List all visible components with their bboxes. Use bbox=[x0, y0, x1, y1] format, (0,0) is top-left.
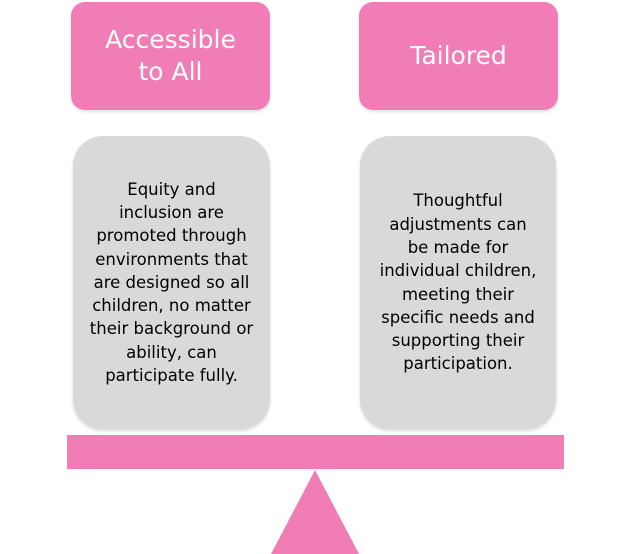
fulcrum-triangle bbox=[271, 470, 359, 554]
tailored-header: Tailored bbox=[359, 2, 558, 110]
accessible-to-all-description-box: Equity and inclusion are promoted throug… bbox=[73, 136, 270, 429]
tailored-description: Thoughtful adjustments can be made for i… bbox=[379, 191, 537, 374]
accessible-to-all-description: Equity and inclusion are promoted throug… bbox=[89, 179, 254, 386]
tailored-description-box: Thoughtful adjustments can be made for i… bbox=[360, 136, 556, 429]
tailored-title: Tailored bbox=[410, 41, 507, 70]
balance-beam bbox=[67, 435, 564, 469]
accessible-to-all-header: Accessible to All bbox=[71, 2, 270, 110]
accessible-to-all-title: Accessible to All bbox=[105, 25, 236, 86]
